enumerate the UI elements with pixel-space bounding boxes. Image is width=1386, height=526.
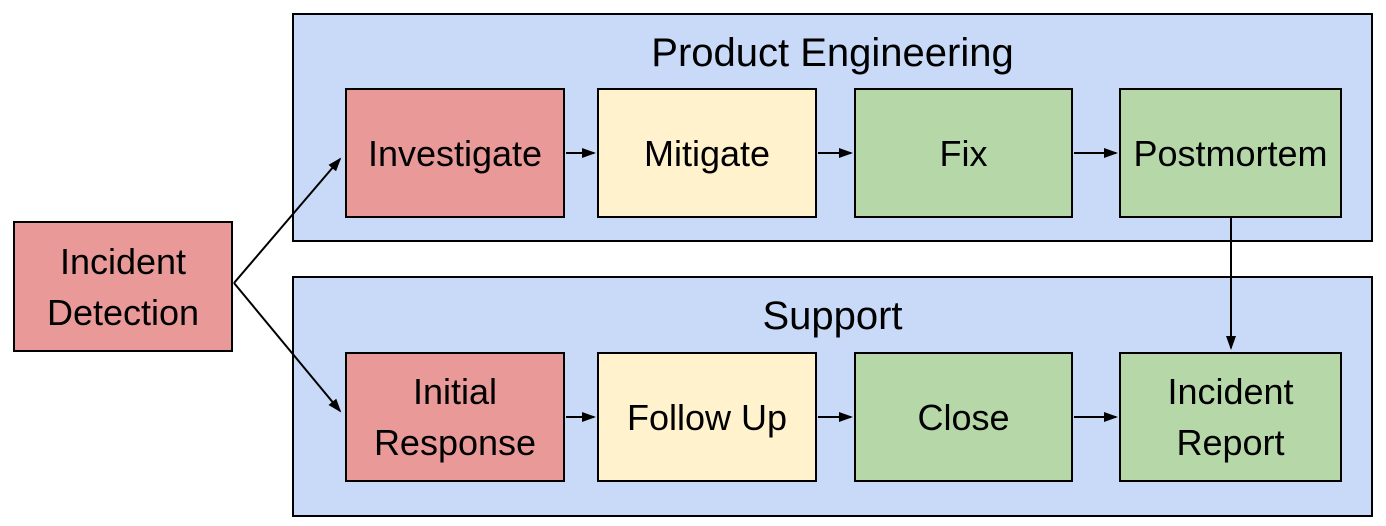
node-fix: Fix	[854, 88, 1073, 218]
node-label: Postmortem	[1133, 132, 1328, 174]
node-label: Incident Report	[1167, 371, 1294, 463]
arrow-detection-to-initial-response	[233, 282, 342, 413]
node-initial-response: Initial Response	[345, 352, 565, 482]
node-investigate: Investigate	[345, 88, 565, 218]
node-label: Incident Detection	[46, 240, 200, 333]
node-incident-report: Incident Report	[1119, 352, 1342, 482]
lane-title-product-engineering: Product Engineering	[651, 31, 1014, 75]
node-label: Investigate	[367, 132, 543, 174]
node-postmortem: Postmortem	[1119, 88, 1342, 218]
node-label: Fix	[939, 132, 988, 174]
arrow-detection-to-investigate	[233, 157, 342, 284]
node-label: Initial Response	[373, 371, 537, 463]
node-follow-up: Follow Up	[597, 352, 817, 482]
node-mitigate: Mitigate	[597, 88, 817, 218]
node-label: Close	[917, 396, 1010, 438]
node-label: Follow Up	[626, 396, 788, 438]
node-close: Close	[854, 352, 1073, 482]
node-label: Mitigate	[643, 132, 771, 174]
node-incident-detection: Incident Detection	[13, 221, 233, 352]
lane-title-support: Support	[762, 294, 903, 338]
